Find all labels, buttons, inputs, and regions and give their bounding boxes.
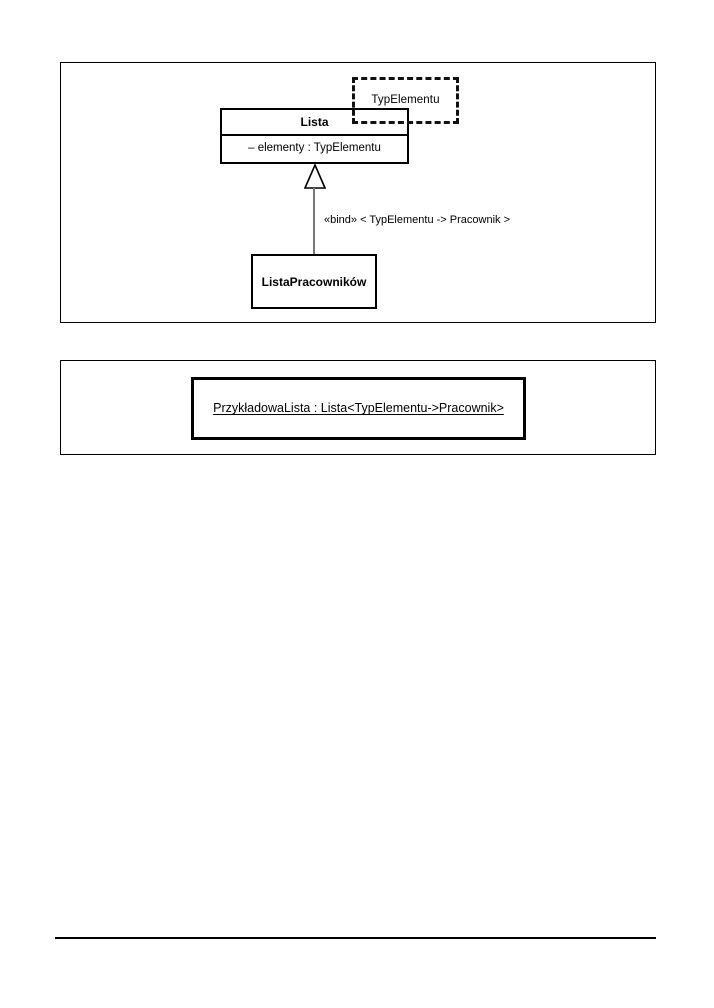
class-attribute-compartment: – elementy : TypElementu — [222, 136, 407, 162]
object-box-przykladowa-lista: PrzykładowaLista : Lista<TypElementu->Pr… — [191, 377, 526, 440]
class-diagram-panel: TypElementu Lista – elementy : TypElemen… — [60, 62, 656, 323]
generalization-connector-line — [313, 188, 315, 254]
class-name-compartment: Lista — [222, 110, 407, 136]
class-name-label: Lista — [300, 115, 329, 129]
object-diagram-panel: PrzykładowaLista : Lista<TypElementu->Pr… — [60, 360, 656, 455]
subclass-name-label: ListaPracowników — [261, 274, 367, 289]
template-parameter-box: TypElementu — [352, 77, 459, 124]
object-instance-label: PrzykładowaLista : Lista<TypElementu->Pr… — [213, 401, 504, 416]
class-box-lista-pracownikow: ListaPracowników — [251, 254, 377, 309]
bind-stereotype-label: «bind» < TypElementu -> Pracownik > — [323, 213, 511, 228]
class-attribute-label: – elementy : TypElementu — [248, 142, 381, 155]
footer-divider — [55, 937, 656, 939]
template-parameter-label: TypElementu — [371, 93, 440, 106]
class-box-lista: Lista – elementy : TypElementu — [220, 108, 409, 164]
